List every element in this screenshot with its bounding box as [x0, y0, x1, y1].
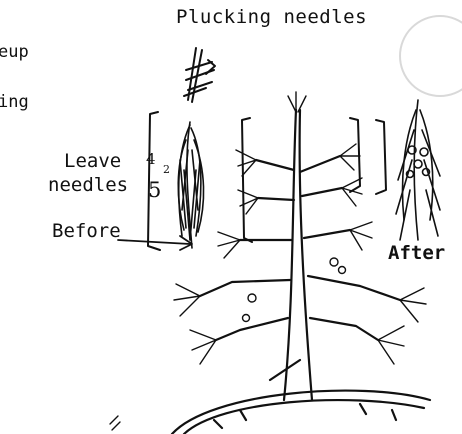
fraction-denominator: 5	[148, 178, 161, 202]
plucking-tweezers-sketch	[184, 48, 215, 102]
trunk	[284, 110, 296, 400]
before-arrow	[118, 240, 190, 244]
before-needle-cluster	[178, 122, 203, 248]
after-needle-cluster	[396, 100, 440, 240]
cropped-text-line-2: ing	[0, 94, 29, 111]
bracket-middle-left	[242, 118, 252, 242]
fraction-subscript: 2	[163, 163, 170, 176]
cropped-text-line-1: eup	[0, 44, 29, 61]
pine-tree	[200, 110, 400, 400]
needles-label: needles	[48, 176, 128, 195]
after-label: After	[388, 244, 445, 263]
faint-ring-mark	[400, 16, 462, 96]
leave-label: Leave	[64, 152, 121, 171]
bonsai-pot	[172, 391, 430, 434]
fraction-numerator: 4	[146, 150, 156, 168]
figure-title: Plucking needles	[176, 8, 367, 27]
bracket-right	[376, 120, 386, 194]
before-label: Before	[52, 222, 121, 241]
corner-scribble	[110, 416, 120, 430]
